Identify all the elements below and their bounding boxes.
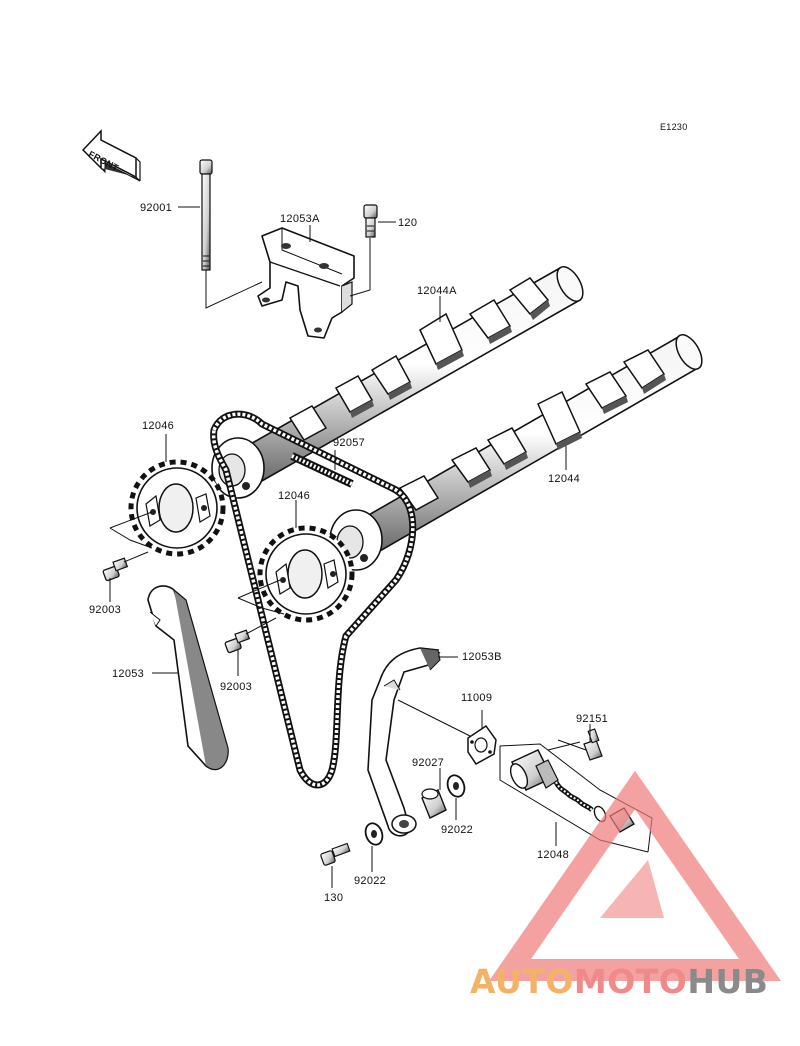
camshaft-12044A <box>211 266 584 499</box>
watermark-logo-text: AUTOMOTOHUB <box>470 962 768 1002</box>
part-label-11009: 11009 <box>461 692 493 704</box>
watermark-triangle-icon <box>488 770 782 981</box>
washer-92022-upper <box>446 774 466 798</box>
part-label-92057: 92057 <box>333 437 366 449</box>
part-label-12048: 12048 <box>537 849 570 861</box>
diagram-code: E1230 <box>660 122 688 132</box>
part-label-130: 130 <box>324 892 344 904</box>
part-label-92003-left: 92003 <box>89 604 122 616</box>
part-label-92022-upper: 92022 <box>441 824 474 836</box>
cam-chain-92057 <box>210 410 417 789</box>
part-label-12053A: 12053A <box>280 213 320 225</box>
gasket-11009 <box>467 710 497 765</box>
bolt-92003-middle <box>224 617 277 654</box>
bolt-120 <box>349 204 378 297</box>
bolt-92151 <box>557 728 603 761</box>
part-label-92001: 92001 <box>140 202 173 214</box>
part-label-12044A: 12044A <box>417 285 457 297</box>
chain-guide-12053 <box>147 585 229 771</box>
part-label-120: 120 <box>398 217 418 229</box>
watermark-text-auto: AUTO <box>470 962 574 1001</box>
part-label-92027: 92027 <box>412 757 445 769</box>
bolt-130 <box>320 842 351 866</box>
part-label-12053: 12053 <box>112 668 145 680</box>
leader-lines <box>109 206 591 888</box>
watermark-text-moto: MOTO <box>573 962 688 1001</box>
front-arrow-icon <box>81 129 141 182</box>
part-label-92022-lower: 92022 <box>354 875 387 887</box>
part-label-12044: 12044 <box>548 473 581 485</box>
washer-92022-lower <box>364 822 384 846</box>
collar-92027 <box>421 788 447 819</box>
part-label-12046-upper: 12046 <box>142 420 175 432</box>
sprocket-12046-middle <box>237 525 355 623</box>
long-bolt-92001 <box>199 159 263 309</box>
part-label-12053B: 12053B <box>462 651 502 663</box>
part-label-12046-middle: 12046 <box>278 490 311 502</box>
part-label-92151: 92151 <box>576 713 609 725</box>
watermark-text-hub: HUB <box>687 962 769 1001</box>
bolt-92003-left <box>102 551 149 582</box>
sprocket-12046-upper <box>109 459 226 557</box>
tensioner-arm-12053B <box>367 647 471 837</box>
part-label-92003-middle: 92003 <box>220 681 253 693</box>
bracket-12053A <box>257 227 355 339</box>
